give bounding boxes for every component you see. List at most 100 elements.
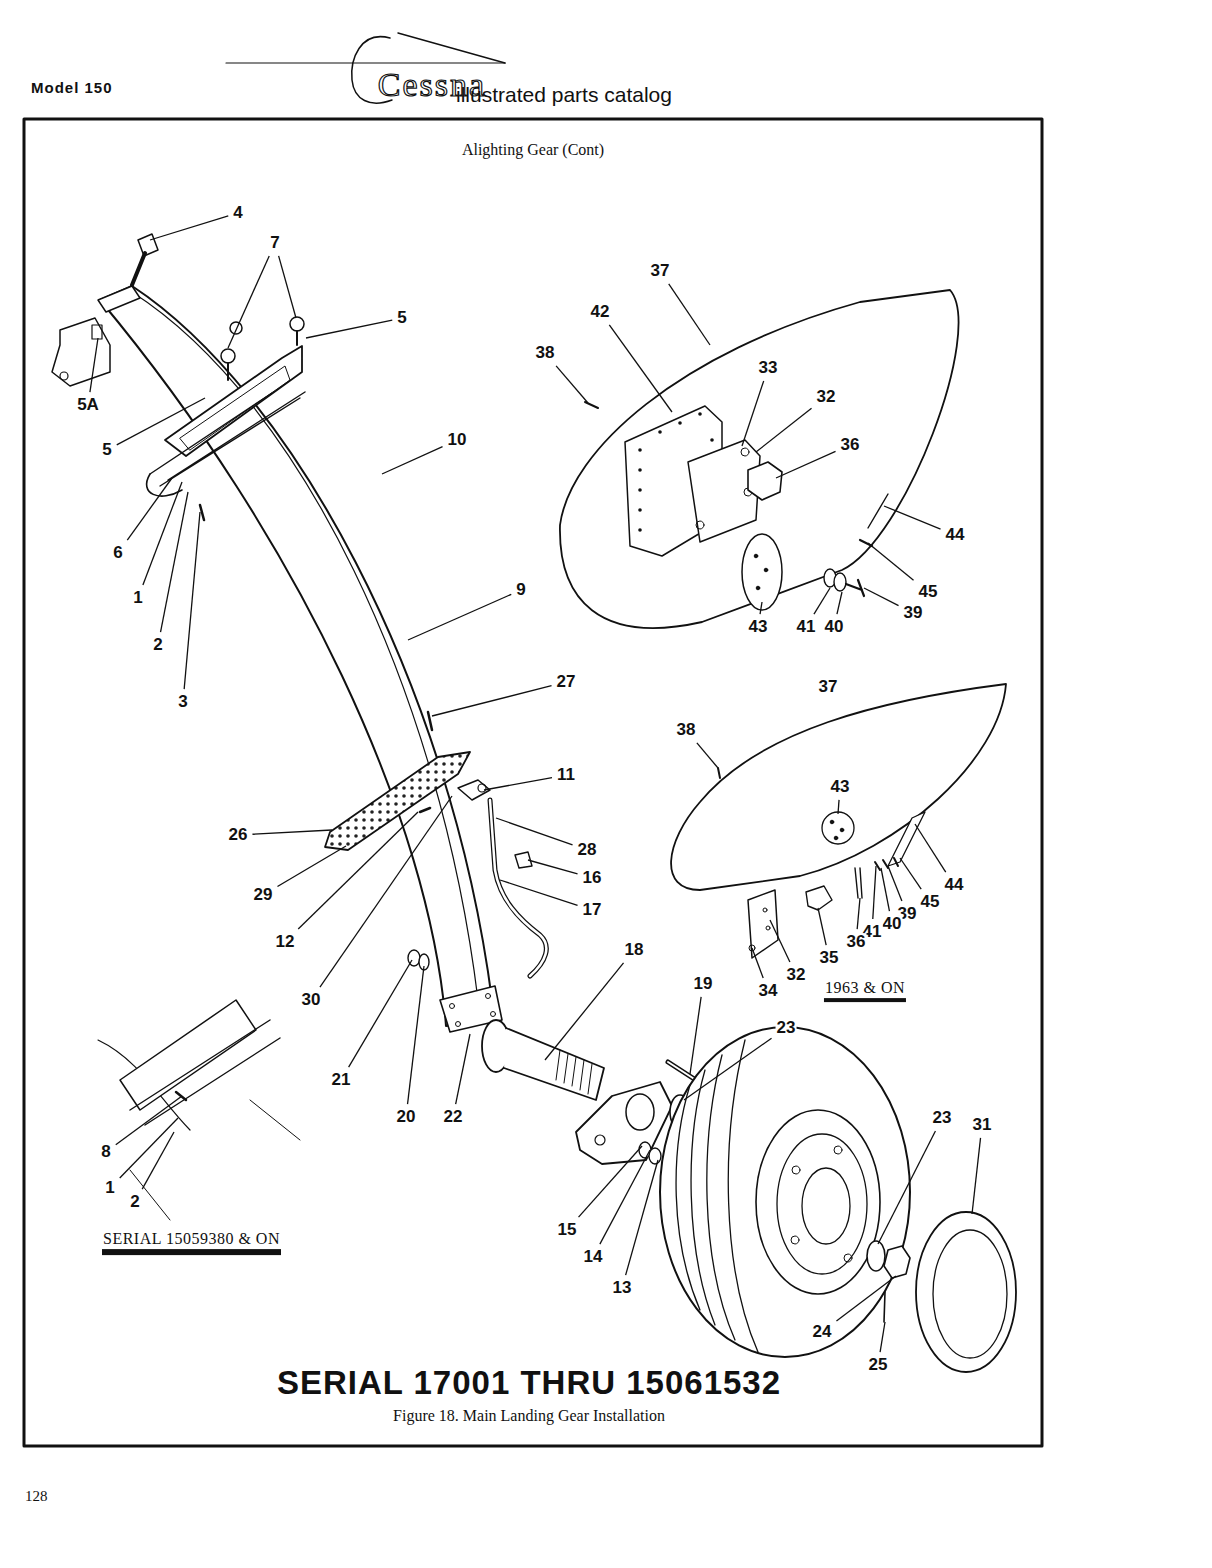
leader-line [320, 796, 452, 987]
leader-line [873, 866, 876, 919]
callout-number: 11 [556, 766, 576, 784]
leader-line [837, 592, 842, 614]
page-text: illustrated parts catalog [455, 84, 673, 106]
callout-number: 4 [232, 204, 243, 222]
leader-line [818, 908, 826, 945]
leader-line [884, 506, 941, 529]
callout-number: 33 [758, 359, 779, 377]
leader-line [742, 381, 764, 446]
leader-line [349, 960, 412, 1067]
callout-number: 16 [582, 869, 603, 887]
leader-line [690, 997, 701, 1074]
page-text: 1963 & ON [824, 980, 906, 1002]
callout-number: 39 [903, 604, 924, 622]
callout-number: 45 [920, 893, 941, 911]
leader-line [496, 818, 573, 845]
callout-number: 44 [945, 526, 966, 544]
callout-number: 5A [76, 396, 100, 414]
callout-number: 37 [650, 262, 671, 280]
callout-number: 31 [972, 1116, 993, 1134]
callout-number: 25 [868, 1356, 889, 1374]
callout-number: 5 [101, 441, 112, 459]
leader-line [697, 743, 718, 768]
callout-number: 27 [556, 673, 577, 691]
page-text: SERIAL 15059380 & ON [102, 1231, 281, 1255]
leader-line [120, 1118, 178, 1178]
leader-line [432, 686, 552, 716]
leader-line [528, 860, 578, 874]
callout-number: 1 [132, 589, 143, 607]
callout-number: 36 [846, 933, 867, 951]
leader-line [90, 338, 98, 392]
callout-number: 44 [944, 876, 965, 894]
leader-line [382, 447, 443, 474]
leader-line [669, 284, 710, 345]
callout-number: 17 [582, 901, 603, 919]
callout-number: 37 [818, 678, 839, 696]
leader-line [117, 398, 205, 445]
callout-number: 38 [535, 344, 556, 362]
leader-line [556, 366, 588, 403]
leader-line [760, 602, 762, 614]
callout-number: 23 [776, 1019, 797, 1037]
callout-number: 43 [830, 778, 851, 796]
leader-line [609, 325, 672, 412]
callout-number: 36 [840, 436, 861, 454]
leader-line [878, 1131, 935, 1244]
leader-line [814, 588, 830, 614]
leader-line [142, 1132, 174, 1189]
callout-number: 9 [515, 581, 526, 599]
callout-number: 19 [693, 975, 714, 993]
leader-line [277, 846, 346, 886]
leader-line [127, 478, 172, 540]
leader-line [116, 1096, 182, 1145]
leader-line [600, 1150, 650, 1244]
leader-line [972, 1138, 981, 1214]
leader-line [752, 948, 763, 978]
callout-number: 29 [253, 886, 274, 904]
callout-number: 30 [301, 991, 322, 1009]
leader-line [836, 1276, 896, 1321]
callout-number: 45 [918, 583, 939, 601]
callout-number: 23 [932, 1109, 953, 1127]
callout-number: 32 [786, 966, 807, 984]
leader-line [770, 920, 790, 962]
leader-line [500, 880, 578, 905]
callout-number: 2 [152, 636, 163, 654]
leader-line [864, 588, 899, 606]
callout-number: 14 [583, 1248, 604, 1266]
figure-caption: Figure 18. Main Landing Gear Installatio… [392, 1408, 666, 1425]
leader-line [838, 800, 839, 814]
callout-number: 41 [796, 618, 817, 636]
callout-number: 26 [228, 826, 249, 844]
callout-number: 15 [557, 1221, 578, 1239]
leader-line [888, 866, 902, 901]
leader-line [456, 1034, 470, 1104]
leader-line [684, 1038, 772, 1100]
callout-number: 32 [816, 388, 837, 406]
callout-number: 42 [590, 303, 611, 321]
callout-number: 18 [624, 941, 645, 959]
callout-number: 2 [129, 1193, 140, 1211]
leader-line [900, 858, 921, 889]
leader-line [161, 492, 188, 632]
callout-number: 24 [812, 1323, 833, 1341]
callout-number: 3 [177, 693, 188, 711]
leader-line [408, 966, 424, 1104]
leader-line [545, 963, 624, 1060]
section-title: Alighting Gear (Cont) [461, 142, 605, 159]
leader-line [228, 256, 269, 348]
leader-line [279, 256, 296, 318]
leader-line [252, 830, 332, 834]
leader-line [184, 512, 200, 689]
callout-number: 38 [676, 721, 697, 739]
leader-line [857, 898, 860, 929]
callout-number: 13 [612, 1279, 633, 1297]
callout-number: 34 [758, 982, 779, 1000]
callout-number: 43 [748, 618, 769, 636]
callout-number: 40 [882, 915, 903, 933]
callout-number: 28 [577, 841, 598, 859]
leader-line [756, 408, 812, 452]
